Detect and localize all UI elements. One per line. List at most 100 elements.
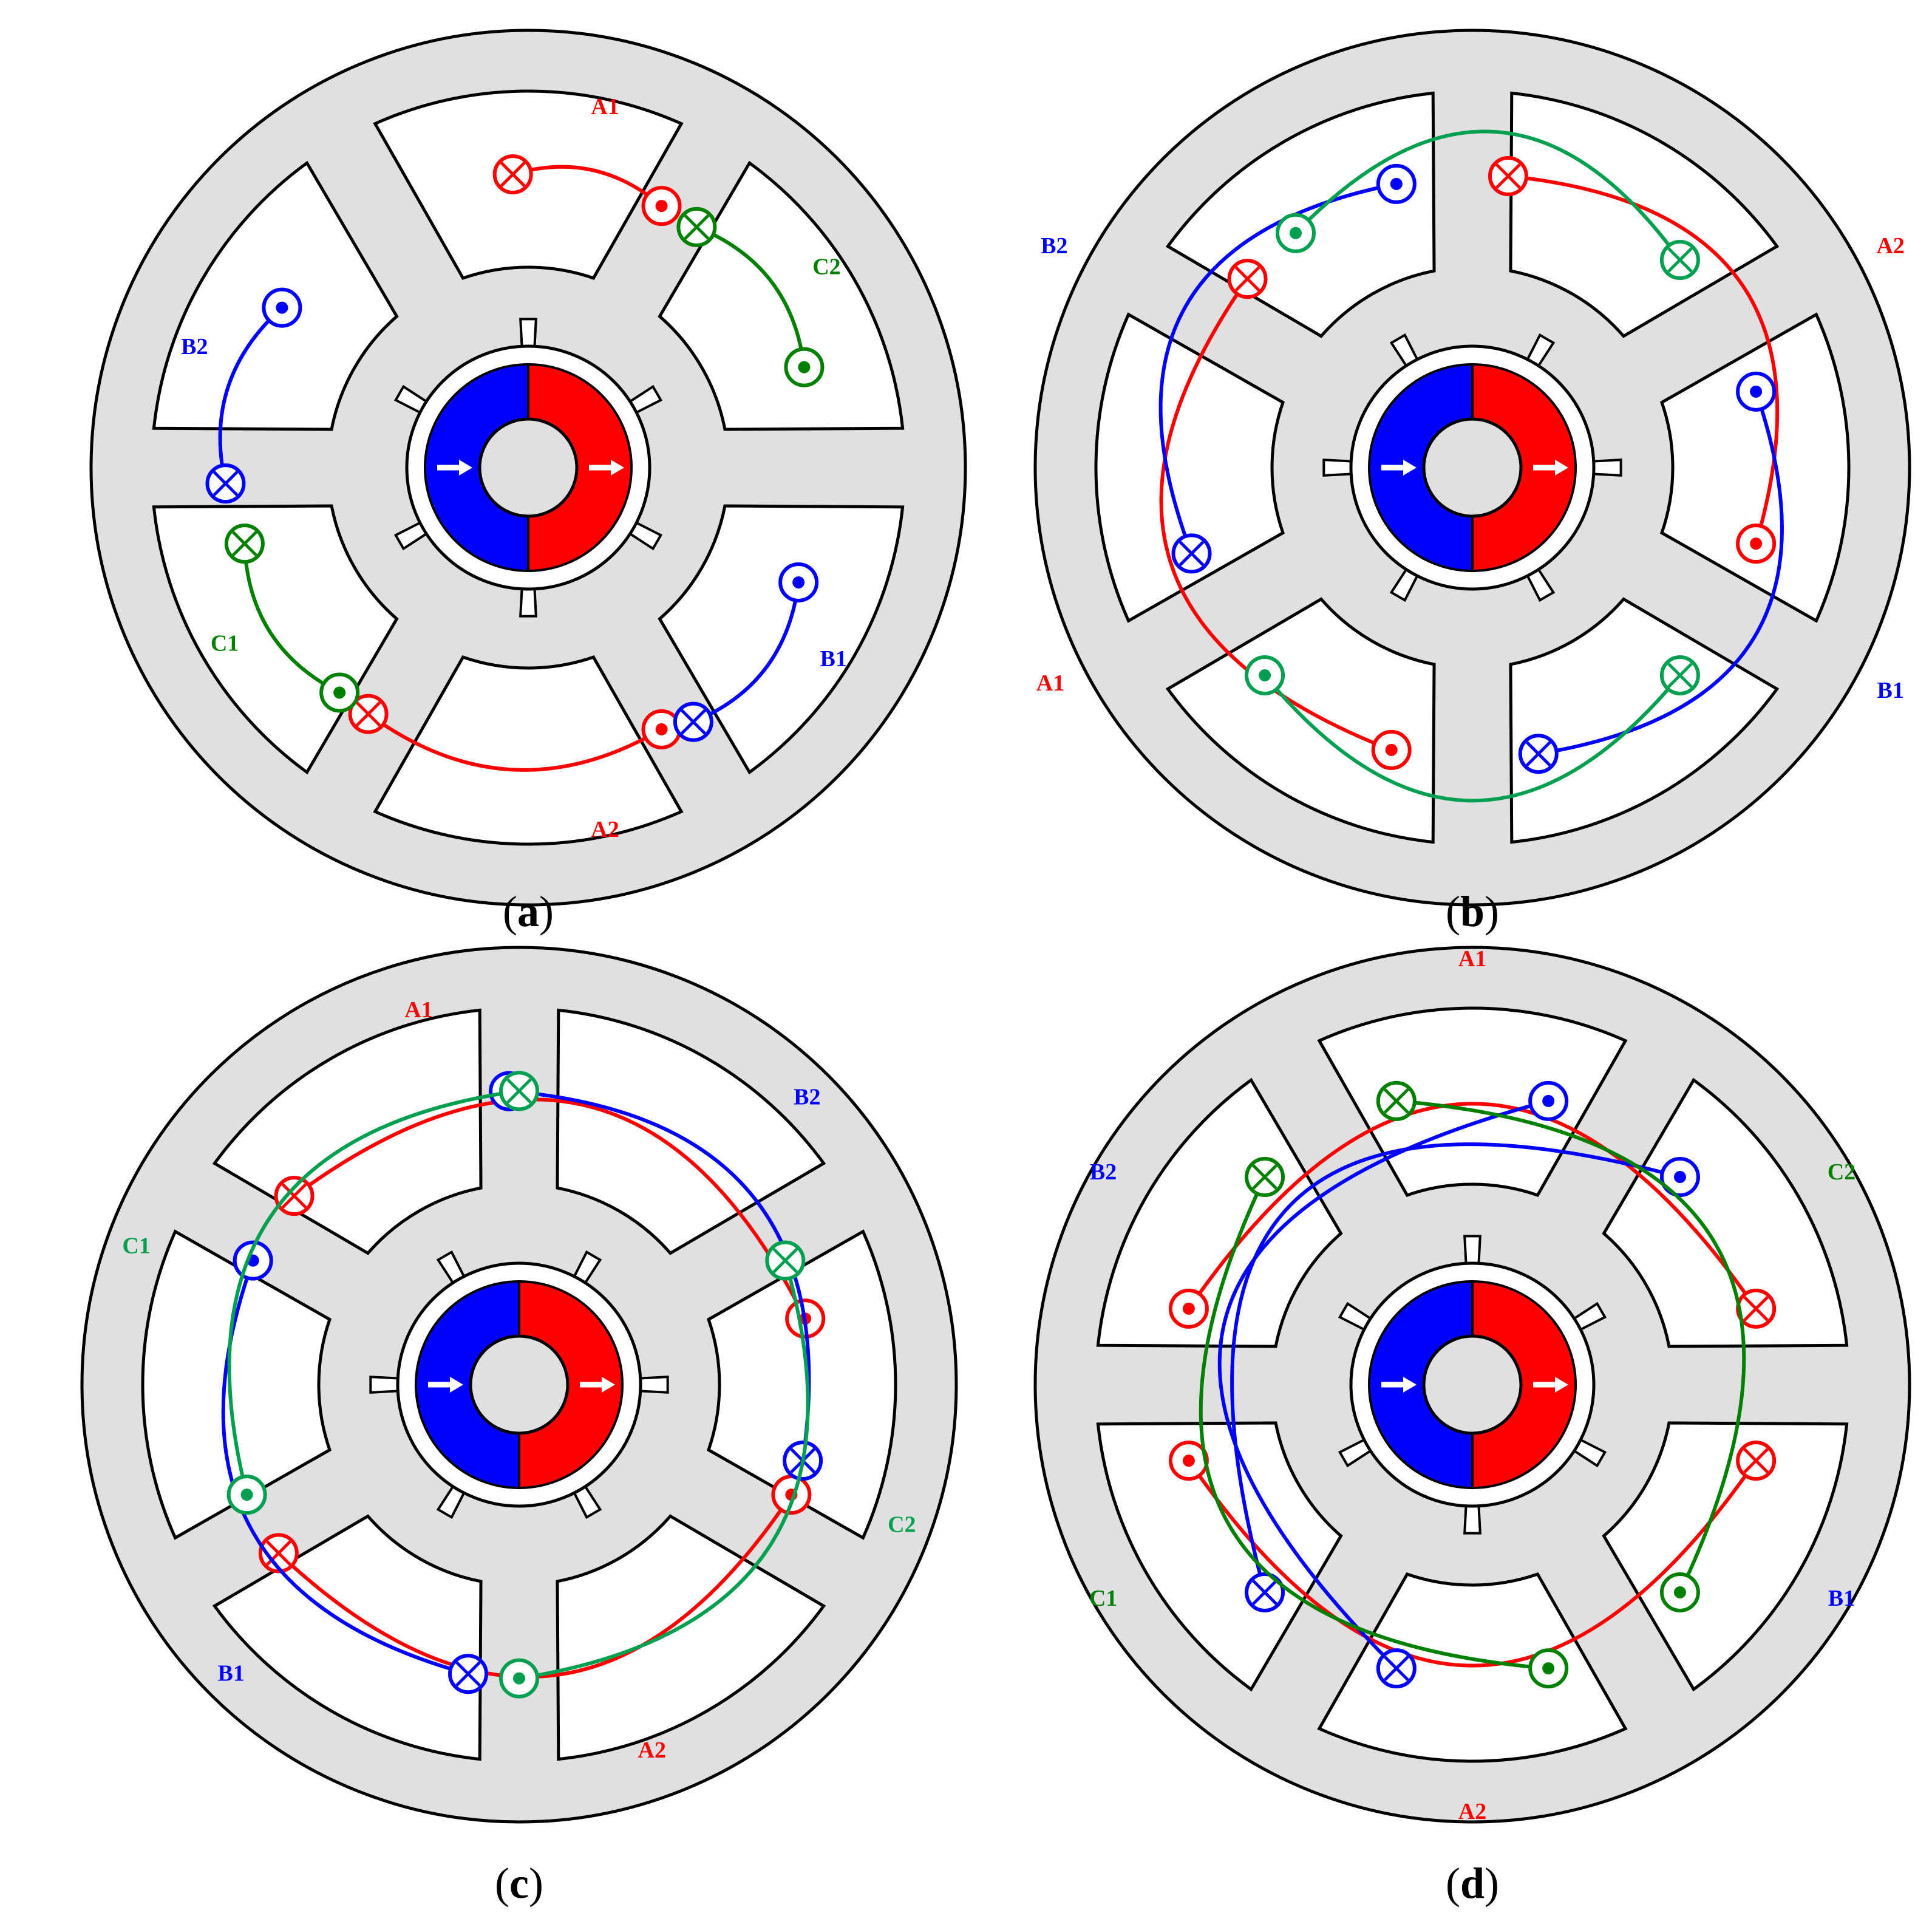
current-cross-icon bbox=[1743, 1296, 1769, 1322]
current-dot-icon bbox=[1390, 177, 1403, 190]
coil-label-a1: A1 bbox=[1458, 946, 1486, 972]
coil-label-c2: C2 bbox=[812, 254, 840, 280]
coil-label-c1: C1 bbox=[1089, 1586, 1117, 1611]
current-cross-icon bbox=[500, 162, 526, 187]
slot-opening bbox=[1322, 459, 1354, 477]
coil-label-c2: C2 bbox=[888, 1512, 916, 1537]
magnetization-arrow-head-icon bbox=[1555, 1377, 1568, 1393]
rotor-shaft bbox=[1422, 417, 1523, 518]
stator-slot bbox=[1096, 1421, 1343, 1692]
caption-b: (b) bbox=[1445, 887, 1499, 936]
current-cross-icon bbox=[1252, 1580, 1277, 1605]
current-dot-icon bbox=[798, 361, 811, 373]
current-dot-icon bbox=[276, 301, 288, 314]
stator-slot bbox=[556, 1008, 826, 1255]
coil-label-a2: A2 bbox=[1876, 233, 1904, 259]
coil-c2-wire bbox=[696, 225, 806, 367]
stator-slot bbox=[141, 1229, 332, 1540]
rotor-shaft bbox=[469, 1334, 570, 1435]
coil-label-b1: B1 bbox=[217, 1660, 244, 1686]
coil-label-c1: C1 bbox=[122, 1233, 150, 1259]
stator-slot bbox=[212, 1514, 483, 1761]
current-dot-icon bbox=[792, 576, 805, 588]
current-cross-icon bbox=[1234, 266, 1260, 292]
stator-slot bbox=[706, 1229, 897, 1540]
slot-opening bbox=[1463, 1235, 1481, 1266]
coil-a1-wire bbox=[1187, 1102, 1758, 1310]
coil-label-a2: A2 bbox=[591, 817, 619, 842]
current-dot-icon bbox=[513, 1672, 525, 1685]
current-dot-icon bbox=[1182, 1455, 1195, 1467]
current-cross-icon bbox=[213, 471, 239, 496]
slot-opening bbox=[1591, 459, 1622, 477]
coil-label-c1: C1 bbox=[211, 631, 239, 657]
coil-label-b2: B2 bbox=[181, 334, 208, 360]
coil-c2-wire bbox=[1263, 674, 1682, 803]
current-cross-icon bbox=[1384, 1656, 1409, 1681]
coil-label-a2: A2 bbox=[1458, 1799, 1486, 1824]
stator-slot bbox=[373, 655, 684, 846]
coil-c1-wire bbox=[1199, 1176, 1549, 1671]
magnet-south-half bbox=[518, 1280, 624, 1490]
coil-label-a1: A1 bbox=[404, 997, 432, 1023]
current-cross-icon bbox=[681, 709, 706, 735]
magnet-north-half bbox=[1368, 1280, 1474, 1490]
coil-b2-wire bbox=[1158, 182, 1397, 554]
stator-slot bbox=[1659, 312, 1851, 623]
caption-d: (d) bbox=[1445, 1859, 1499, 1908]
magnetization-arrow-head-icon bbox=[1555, 460, 1568, 476]
coil-label-c2: C2 bbox=[1828, 1159, 1855, 1185]
current-dot-icon bbox=[1289, 227, 1302, 239]
coil-c1-wire bbox=[227, 1089, 520, 1495]
current-cross-icon bbox=[1179, 541, 1205, 567]
coil-label-b1: B1 bbox=[820, 646, 847, 672]
current-dot-icon bbox=[333, 686, 346, 699]
slot-opening bbox=[638, 1376, 669, 1394]
slot-opening bbox=[519, 586, 537, 618]
current-cross-icon bbox=[1384, 1088, 1409, 1114]
current-cross-icon bbox=[1743, 1448, 1769, 1473]
current-cross-icon bbox=[1495, 163, 1521, 189]
current-cross-icon bbox=[455, 1661, 481, 1687]
magnetization-arrow-head-icon bbox=[1403, 460, 1417, 476]
coil-a2-wire bbox=[367, 712, 663, 772]
stator-slot bbox=[1094, 312, 1285, 623]
coil-b2-wire bbox=[1217, 1099, 1549, 1670]
stator-slot bbox=[1096, 1077, 1343, 1348]
current-cross-icon bbox=[1667, 247, 1693, 273]
current-dot-icon bbox=[655, 723, 668, 735]
current-dot-icon bbox=[1259, 669, 1271, 681]
stator-slot bbox=[1317, 1572, 1628, 1763]
coil-b2-wire bbox=[508, 1089, 811, 1461]
current-cross-icon bbox=[772, 1247, 798, 1274]
magnetization-arrow-head-icon bbox=[611, 460, 624, 476]
coil-b2-wire bbox=[218, 306, 284, 484]
current-dot-icon bbox=[240, 1489, 253, 1501]
magnet-north-half bbox=[424, 363, 529, 573]
magnet-north-half bbox=[415, 1280, 520, 1490]
stator-slot bbox=[1509, 597, 1780, 844]
current-cross-icon bbox=[506, 1078, 532, 1104]
current-dot-icon bbox=[1750, 385, 1763, 398]
current-dot-icon bbox=[1673, 1171, 1686, 1184]
magnet-south-half bbox=[527, 363, 633, 573]
stator-slot bbox=[556, 1514, 826, 1761]
coil-label-b2: B2 bbox=[794, 1085, 820, 1110]
current-dot-icon bbox=[1182, 1302, 1195, 1315]
current-dot-icon bbox=[1542, 1662, 1555, 1675]
magnetization-arrow-head-icon bbox=[602, 1377, 615, 1393]
magnetization-arrow-head-icon bbox=[450, 1377, 463, 1393]
magnet-north-half bbox=[1368, 363, 1474, 573]
current-cross-icon bbox=[1667, 663, 1693, 688]
coil-label-a1: A1 bbox=[591, 94, 619, 120]
coil-b1-wire bbox=[692, 582, 801, 724]
coil-a2-wire bbox=[1187, 1459, 1758, 1668]
magnetization-arrow-head-icon bbox=[459, 460, 472, 476]
coil-label-a1: A1 bbox=[1036, 670, 1064, 696]
current-cross-icon bbox=[355, 701, 381, 727]
